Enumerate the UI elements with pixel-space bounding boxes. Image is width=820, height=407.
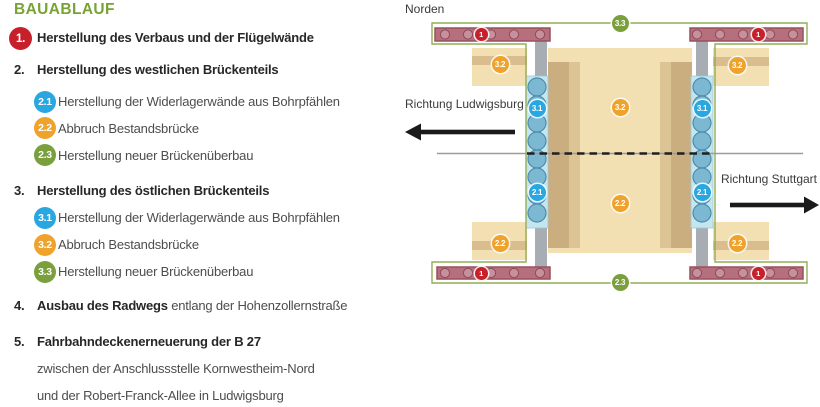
plan-badge-2-2-right: 2.2 [728,234,746,252]
plan-badge-3-1-left: 3.1 [528,99,546,117]
step-3-3-badge: 3.3 [34,261,56,283]
step-2-1-label: Herstellung der Widerlagerwände aus Bohr… [58,94,340,109]
step-3-2-badge: 3.2 [34,234,56,256]
verbau-walls [434,27,804,280]
plan-badge-2-3: 2.3 [611,273,629,291]
step-5-label: Fahrbahndeckenerneuerung der B 27 [37,334,261,349]
step-3-1-label: Herstellung der Widerlagerwände aus Bohr… [58,210,340,225]
step-4-label-rest: entlang der Hohenzollernstraße [171,298,348,313]
step-4-label: Ausbau des Radwegs entlang der Hohenzoll… [37,298,348,313]
plan-badge-3-2-center: 3.2 [611,98,629,116]
step-2-1-badge: 2.1 [34,91,56,113]
step-2-2-label: Abbruch Bestandsbrücke [58,121,199,136]
step-5-line3: und der Robert-Franck-Allee in Ludwigsbu… [37,388,284,403]
arrow-right-icon [730,196,819,214]
abutment-wall-strips [535,41,708,267]
step-2-label: Herstellung des westlichen Brückenteils [37,62,279,77]
arrow-left-icon [405,123,515,141]
step-4-label-bold: Ausbau des Radwegs [37,298,168,313]
step-2-3-badge: 2.3 [34,144,56,166]
step-5-line2: zwischen der Anschlussstelle Kornwesthei… [37,361,315,376]
north-label: Norden [405,2,445,16]
plan-badge-2-2-center: 2.2 [611,194,629,212]
plan-badge-1-bottom-right: 1 [751,266,765,280]
plan-badge-3-2-left: 3.2 [491,55,509,73]
step-1-label: Herstellung des Verbaus und der Flügelwä… [37,30,314,45]
plan-badge-2-1-right: 2.1 [693,183,711,201]
plan-badge-1-top-right: 1 [751,28,765,41]
direction-stuttgart-label: Richtung Stuttgart [720,172,817,186]
plan-badge-1-top-left: 1 [474,28,488,41]
page-title: BAUABLAUF [14,1,115,18]
site-plan-drawing [405,22,819,284]
plan-badge-3-3: 3.3 [611,14,629,32]
step-2-number: 2. [14,62,25,77]
step-2-3-label: Herstellung neuer Brückenüberbau [58,148,254,163]
step-2-2-badge: 2.2 [34,117,56,139]
plan-badge-2-2-left: 2.2 [491,234,509,252]
construction-steps-list: BAUABLAUF 1. Herstellung des Verbaus und… [0,0,400,407]
direction-ludwigsburg-label: Richtung Ludwigsburg [405,97,524,111]
step-3-number: 3. [14,183,25,198]
step-1-badge: 1. [9,27,32,50]
step-3-3-label: Herstellung neuer Brückenüberbau [58,264,254,279]
plan-badge-2-1-left: 2.1 [528,183,546,201]
step-3-2-label: Abbruch Bestandsbrücke [58,237,199,252]
step-5-number: 5. [14,334,25,349]
new-bridge-outline [431,22,808,284]
step-3-label: Herstellung des östlichen Brückenteils [37,183,270,198]
plan-badge-3-2-right: 3.2 [728,56,746,74]
step-4-number: 4. [14,298,25,313]
bridge-site-plan: Norden Richtung Ludwigsburg Richtung Stu… [400,0,820,310]
step-3-1-badge: 3.1 [34,207,56,229]
plan-badge-1-bottom-left: 1 [474,266,488,280]
plan-badge-3-1-right: 3.1 [693,99,711,117]
